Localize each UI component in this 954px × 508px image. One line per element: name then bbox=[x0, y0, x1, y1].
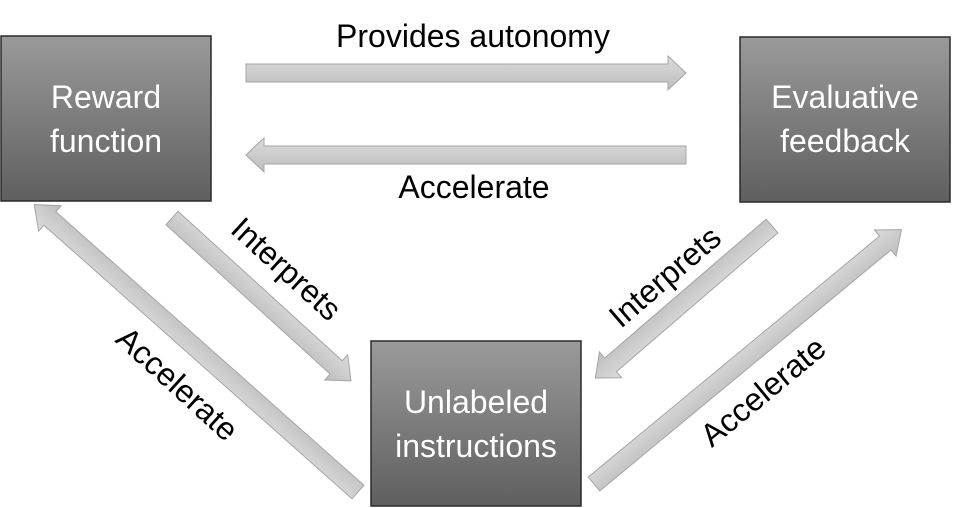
node-reward-function: Reward function bbox=[0, 35, 212, 202]
node-reward-function-line2: function bbox=[50, 123, 162, 159]
arrow-accelerate-left bbox=[33, 203, 365, 500]
arrow-interprets-right bbox=[594, 218, 779, 379]
arrow-provides-autonomy bbox=[245, 54, 687, 92]
node-unlabeled-instructions-line1: Unlabeled bbox=[404, 384, 548, 420]
node-unlabeled-instructions-line2: instructions bbox=[395, 428, 557, 464]
node-reward-function-line1: Reward bbox=[51, 79, 161, 115]
node-evaluative-feedback-line1: Evaluative bbox=[771, 79, 919, 115]
node-unlabeled-instructions: Unlabeled instructions bbox=[370, 340, 582, 507]
node-evaluative-feedback-line2: feedback bbox=[780, 123, 911, 159]
label-accelerate-top: Accelerate bbox=[398, 169, 549, 205]
arrow-accelerate-right bbox=[587, 229, 903, 492]
label-provides-autonomy: Provides autonomy bbox=[336, 18, 610, 54]
node-evaluative-feedback: Evaluative feedback bbox=[739, 36, 951, 203]
arrow-interprets-left bbox=[165, 210, 352, 382]
arrow-accelerate-top bbox=[245, 136, 687, 174]
